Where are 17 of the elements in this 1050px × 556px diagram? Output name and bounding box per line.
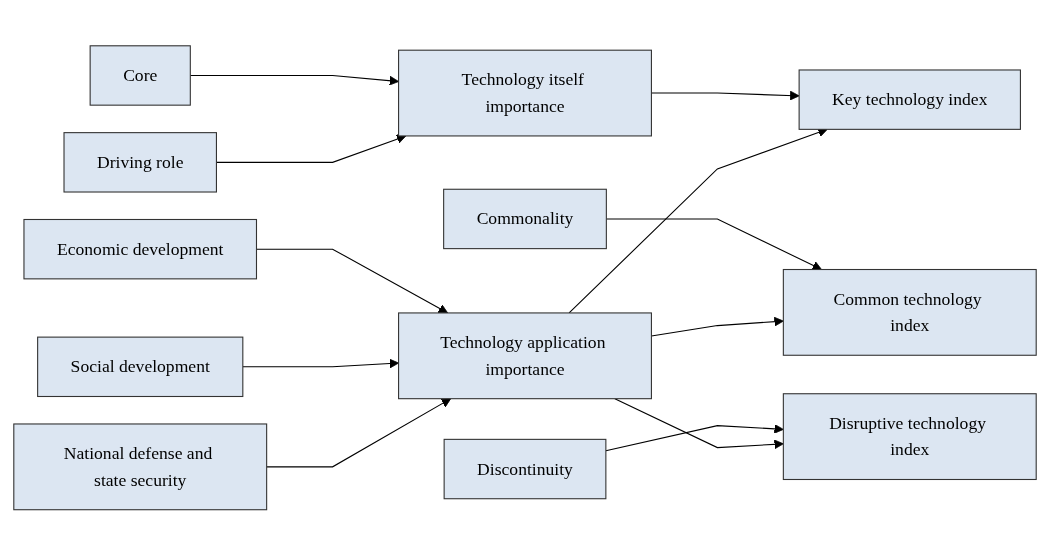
node-box: Commonality: [443, 188, 607, 250]
node-box: Driving role: [63, 132, 217, 193]
node-box: Disruptive technology index: [782, 393, 1037, 481]
arrow: [614, 398, 784, 450]
node-box: Common technology index: [782, 269, 1037, 357]
node-box: Technology itself importance: [398, 49, 652, 137]
node-box: Core: [89, 45, 191, 106]
node-box: Social development: [37, 336, 244, 398]
node-box: Key technology index: [798, 69, 1021, 131]
node-box: Technology application importance: [398, 312, 652, 400]
arrow: [266, 398, 452, 468]
node-box: Economic development: [23, 219, 258, 280]
arrow: [242, 358, 399, 369]
node-box: National defense and state security: [13, 423, 268, 511]
arrow: [605, 424, 784, 452]
arrow: [568, 128, 828, 314]
node-box: Discontinuity: [443, 439, 607, 500]
